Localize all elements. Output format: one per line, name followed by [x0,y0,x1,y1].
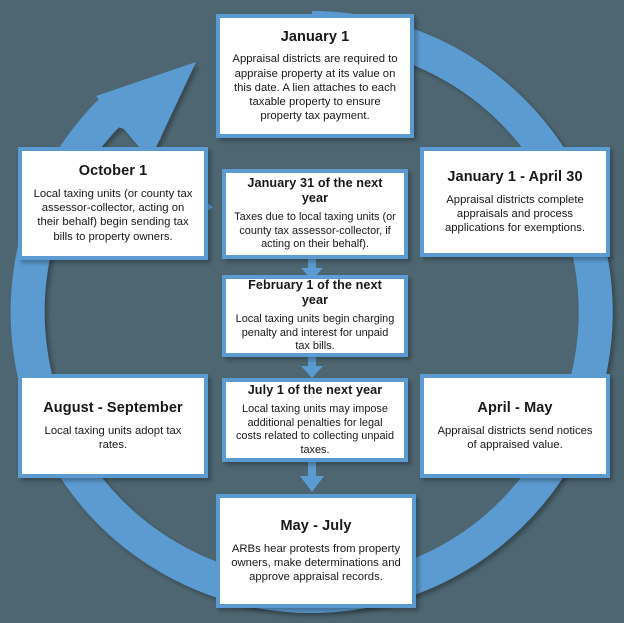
node-title: April - May [477,399,553,416]
node-title: May - July [280,517,352,534]
connector-jan31-to-feb1 [301,258,323,280]
ring-band [10,11,613,613]
node-august-september[interactable]: August - September Local taxing units ad… [18,374,208,478]
node-april-may[interactable]: April - May Appraisal districts send not… [420,374,610,478]
node-body: Local taxing units begin charging penalt… [235,313,395,353]
node-body: Appraisal districts are required to appr… [232,53,398,123]
node-title: October 1 [78,163,148,180]
node-body: Appraisal districts complete appraisals … [444,193,586,234]
node-january-1[interactable]: January 1 Appraisal districts are requir… [216,14,414,138]
node-title: January 1 [280,28,350,45]
node-title: January 31 of the next year [247,176,383,205]
node-october-1[interactable]: October 1 Local taxing units (or county … [18,147,208,260]
node-body: Local taxing units (or county tax assess… [33,187,193,243]
node-title: February 1 of the next year [248,278,382,307]
connector-feb1-to-jul1 [301,356,323,378]
node-may-july[interactable]: May - July ARBs hear protests from prope… [216,494,416,608]
node-body: Local taxing units adopt tax rates. [44,424,182,451]
node-title: January 1 - April 30 [447,168,583,185]
node-title: July 1 of the next year [247,382,383,397]
node-body: Local taxing units may impose additional… [235,402,394,456]
node-january-31-next-year[interactable]: January 31 of the next year Taxes due to… [222,169,408,259]
node-july-1-next-year[interactable]: July 1 of the next year Local taxing uni… [222,378,408,462]
node-title: August - September [43,399,183,416]
node-body: ARBs hear protests from property owners,… [231,542,401,583]
node-body: Appraisal districts send notices of appr… [437,424,593,451]
node-january-1-april-30[interactable]: January 1 - April 30 Appraisal districts… [420,147,610,257]
node-body: Taxes due to local taxing units (or coun… [234,211,396,251]
node-february-1-next-year[interactable]: February 1 of the next year Local taxing… [222,275,408,357]
connector-jul1-to-mayjul [300,462,324,492]
